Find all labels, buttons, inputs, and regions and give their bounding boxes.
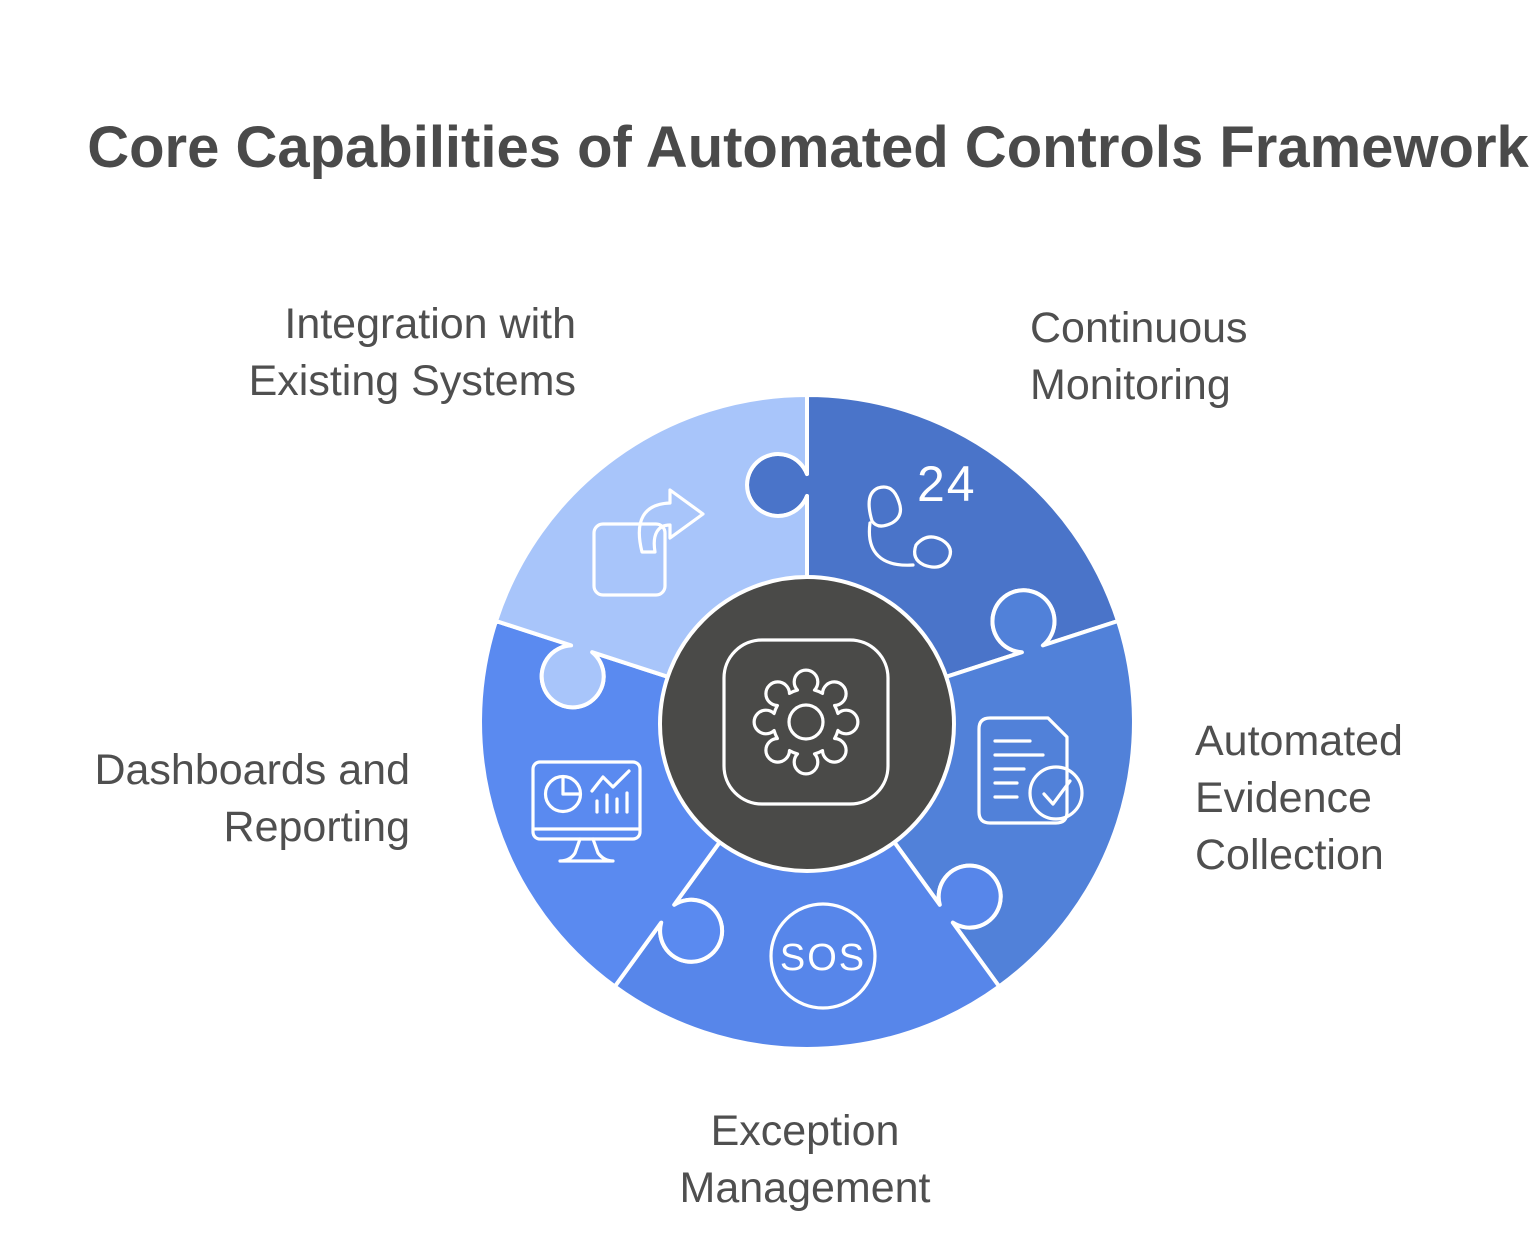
- phone-mouth-lobe: [913, 535, 953, 569]
- label-dashboards-and-reporting: Dashboards and Reporting: [94, 746, 410, 851]
- gear-hub: [787, 703, 825, 741]
- check-circle: [1028, 765, 1084, 821]
- label-continuous-monitoring: Continuous Monitoring: [1030, 304, 1248, 409]
- center-hub: [658, 575, 956, 873]
- label-integration-existing-systems: Integration with Existing Systems: [248, 300, 576, 405]
- check-mark: [1042, 779, 1072, 806]
- monitor-frame: [531, 760, 642, 841]
- label-exception-management: Exception Management: [679, 1107, 931, 1212]
- line-chart: [590, 769, 631, 793]
- dashboard-monitor-icon: [531, 760, 642, 863]
- integration-arrow-icon: [592, 488, 705, 597]
- integration-box: [592, 522, 667, 597]
- sos-circle: [769, 902, 877, 1010]
- monitor-stand: [558, 837, 615, 863]
- hub-circle: [658, 575, 956, 873]
- label-automated-evidence-collection: Automated Evidence Collection: [1195, 717, 1403, 879]
- phone-ear-lobe: [867, 485, 903, 528]
- document-check-icon: [977, 716, 1084, 825]
- badge-24: 24: [917, 456, 977, 512]
- sos-icon: SOS: [769, 902, 877, 1010]
- badge-sos: SOS: [780, 937, 866, 979]
- gear-icon: [752, 668, 860, 776]
- page-title: Core Capabilities of Automated Controls …: [87, 115, 1529, 180]
- share-arrow: [637, 488, 705, 554]
- hub-rounded-square: [722, 638, 890, 806]
- phone-handle-arc: [867, 521, 915, 567]
- phone-24-icon: 24: [867, 456, 977, 569]
